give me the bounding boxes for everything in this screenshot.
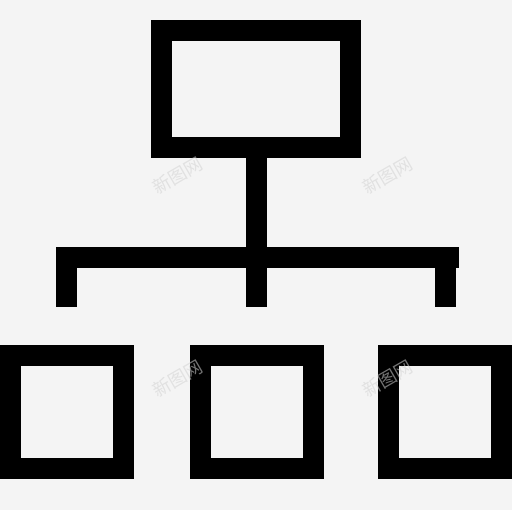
child-node-box-left [0, 345, 134, 479]
connector-drop-middle [246, 247, 267, 307]
child-node-box-right [378, 345, 512, 479]
connector-stem [246, 158, 267, 247]
connector-drop-left [56, 247, 77, 307]
connector-drop-right [435, 247, 456, 307]
top-node-box [151, 20, 361, 158]
child-node-box-middle [190, 345, 324, 479]
